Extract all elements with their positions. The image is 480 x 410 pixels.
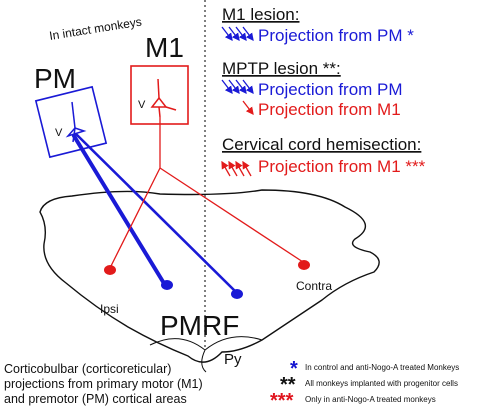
- legend: * In control and anti-Nogo-A treated Mon…: [270, 358, 459, 410]
- m1-ipsi-target: [104, 265, 116, 275]
- hemisection-title: Cervical cord hemisection:: [222, 135, 421, 154]
- pyramid-outline: [149, 336, 263, 373]
- pm-neuron-label: V: [55, 127, 63, 139]
- mptp-pm-projection: Projection from PM: [258, 80, 403, 99]
- m1-contra-target: [298, 260, 310, 270]
- legend-item: ** All monkeys implanted with progenitor…: [280, 374, 458, 396]
- pyramid-label: Py: [224, 351, 242, 368]
- ipsi-label: Ipsi: [100, 302, 119, 316]
- contra-label: Contra: [296, 279, 332, 293]
- figure-caption: Corticobulbar (corticoreticular) project…: [4, 362, 206, 406]
- mptp-m1-arrow-icon: [242, 100, 254, 116]
- caption-line-1: Corticobulbar (corticoreticular): [4, 362, 171, 376]
- mptp-lesion-title: MPTP lesion **:: [222, 59, 341, 78]
- legend-item: *** Only in anti-Nogo-A treated monkeys: [270, 390, 436, 410]
- caption-line-2: projections from primary motor (M1): [4, 377, 203, 391]
- m1-lesion-title: M1 lesion:: [222, 5, 299, 24]
- caption-line-3: and premotor (PM) cortical areas: [4, 392, 187, 406]
- legend-text: Only in anti-Nogo-A treated monkeys: [305, 395, 436, 404]
- pm-area-box: [34, 85, 108, 159]
- m1-lesion-pm-projection: Projection from PM *: [258, 26, 414, 45]
- m1-neuron-icon: [150, 78, 177, 118]
- hemisection-arrows-icon: [221, 160, 252, 177]
- mptp-lesion-section: MPTP lesion **: Projection from PM Proje…: [221, 59, 403, 119]
- hemisection-section: Cervical cord hemisection: Projection fr…: [221, 135, 426, 177]
- pm-ipsi-target: [161, 280, 173, 290]
- pm-contra-target: [231, 289, 243, 299]
- legend-symbol: *: [290, 358, 298, 380]
- legend-text: In control and anti-Nogo-A treated Monke…: [305, 363, 459, 372]
- brainstem-outline: [39, 189, 380, 363]
- pm-area-label: PM: [34, 63, 76, 94]
- intact-monkeys-label: In intact monkeys: [48, 15, 142, 43]
- legend-text: All monkeys implanted with progenitor ce…: [305, 379, 458, 388]
- mptp-m1-projection: Projection from M1: [258, 100, 401, 119]
- pmrf-label: PMRF: [160, 310, 239, 341]
- pm-projection: [72, 132, 239, 295]
- mptp-pm-arrows-icon: [221, 79, 254, 95]
- legend-symbol: ***: [270, 390, 294, 410]
- m1-lesion-arrows-icon: [221, 26, 254, 42]
- legend-symbol: **: [280, 374, 296, 396]
- m1-lesion-section: M1 lesion: Projection from PM *: [221, 5, 414, 45]
- m1-neuron-label: V: [138, 99, 146, 111]
- hemisection-m1-projection: Projection from M1 ***: [258, 157, 426, 176]
- m1-projection: [109, 117, 304, 269]
- legend-item: * In control and anti-Nogo-A treated Mon…: [290, 358, 459, 380]
- m1-area-label: M1: [145, 32, 184, 63]
